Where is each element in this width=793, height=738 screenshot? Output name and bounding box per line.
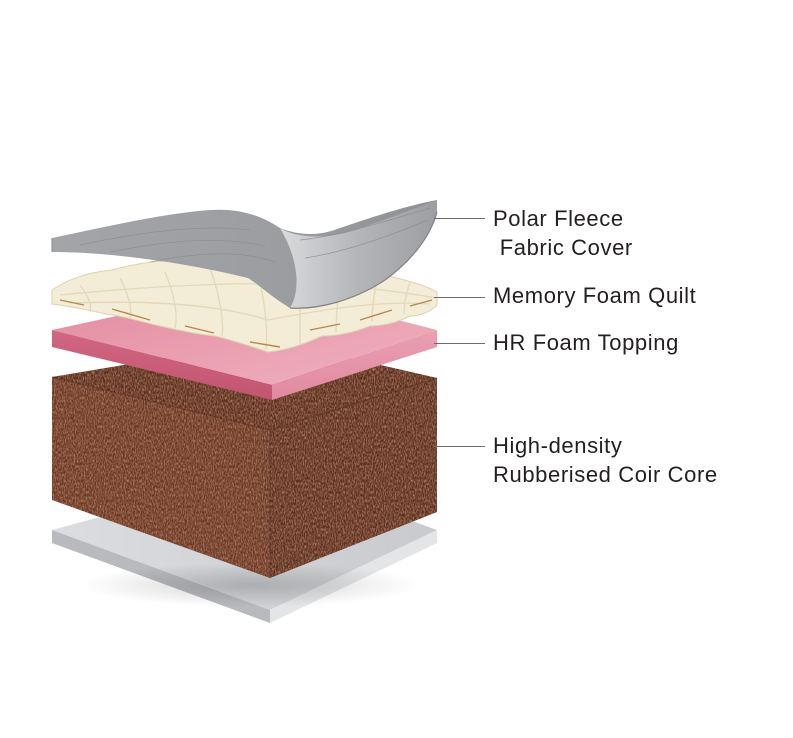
leader-line-core [434, 446, 485, 447]
label-line-2: Fabric Cover [493, 235, 633, 260]
label-line-2: Rubberised Coir Core [493, 462, 718, 487]
label-rubberised-coir-core: High-density Rubberised Coir Core [493, 431, 718, 489]
label-memory-foam-quilt: Memory Foam Quilt [493, 281, 696, 310]
label-polar-fleece-fabric-cover: Polar Fleece Fabric Cover [493, 204, 633, 262]
leader-line-cover [434, 218, 485, 219]
label-line-1: HR Foam Topping [493, 330, 679, 355]
leader-line-quilt [434, 297, 485, 298]
label-line-1: Memory Foam Quilt [493, 283, 697, 308]
label-line-1: Polar Fleece [493, 206, 624, 231]
polar-fleece-cover-layer [51, 200, 438, 309]
leader-line-topping [434, 343, 485, 344]
label-line-1: High-density [493, 433, 623, 458]
label-hr-foam-topping: HR Foam Topping [493, 328, 679, 357]
